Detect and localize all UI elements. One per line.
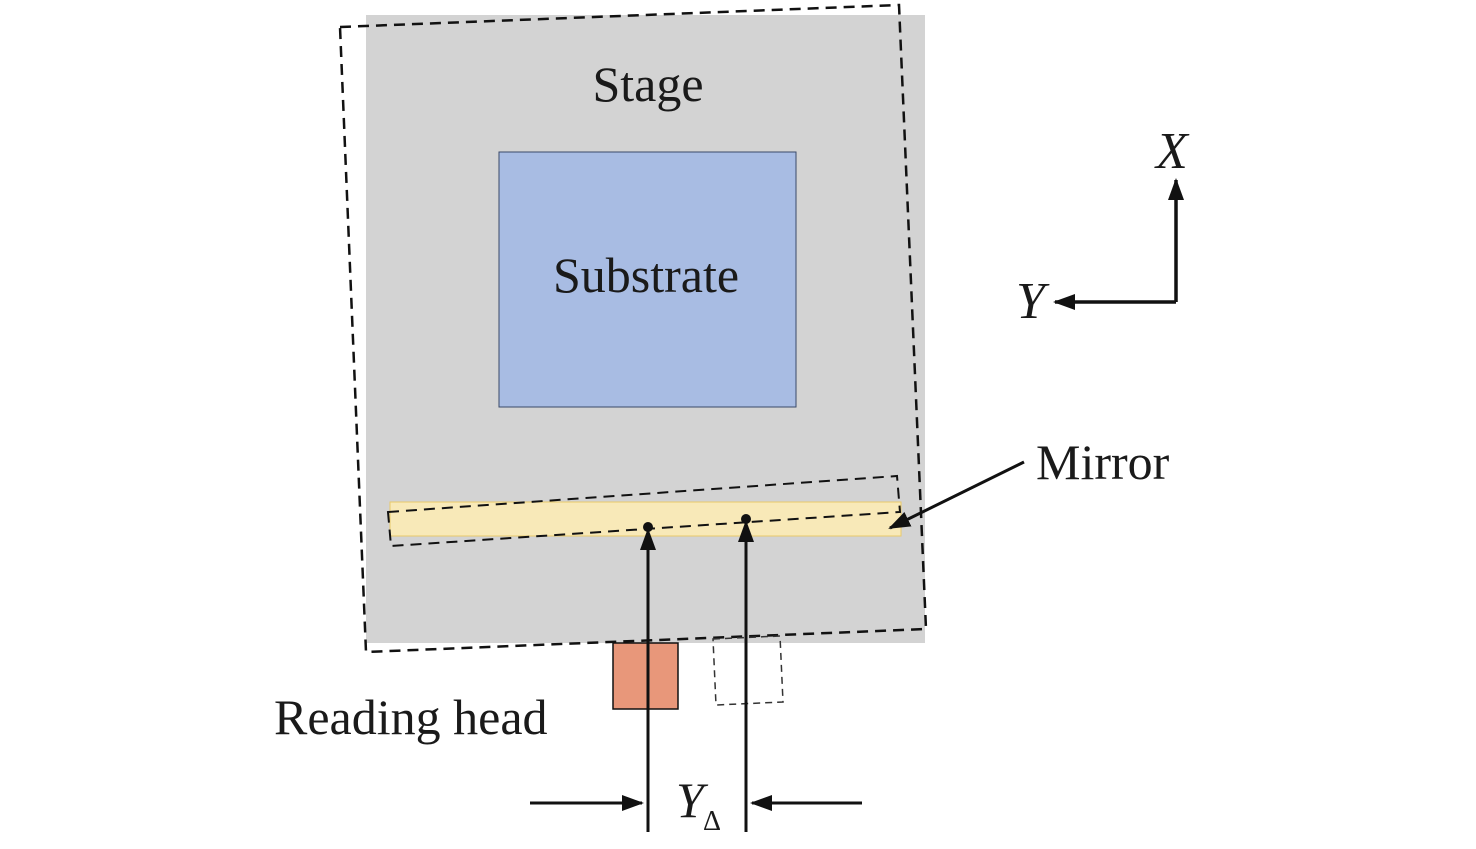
mirror-pointer-arrow bbox=[888, 460, 1025, 530]
axis-x-label: X bbox=[1154, 123, 1190, 180]
mirror-label: Mirror bbox=[1036, 434, 1170, 490]
ydelta-label: Y bbox=[676, 772, 709, 828]
beam-left-point bbox=[643, 522, 653, 532]
substrate-label: Substrate bbox=[553, 247, 739, 303]
rotated-stage-outline bbox=[338, 3, 928, 654]
ydelta-subscript: Δ bbox=[703, 806, 721, 837]
beam-right-point bbox=[741, 514, 751, 524]
displaced-reading-head bbox=[712, 635, 784, 706]
reading-head-label: Reading head bbox=[274, 689, 548, 745]
reading-head bbox=[612, 642, 679, 710]
substrate bbox=[498, 151, 797, 408]
stage-label: Stage bbox=[592, 56, 703, 112]
axis-y-label: Y bbox=[1016, 273, 1050, 330]
